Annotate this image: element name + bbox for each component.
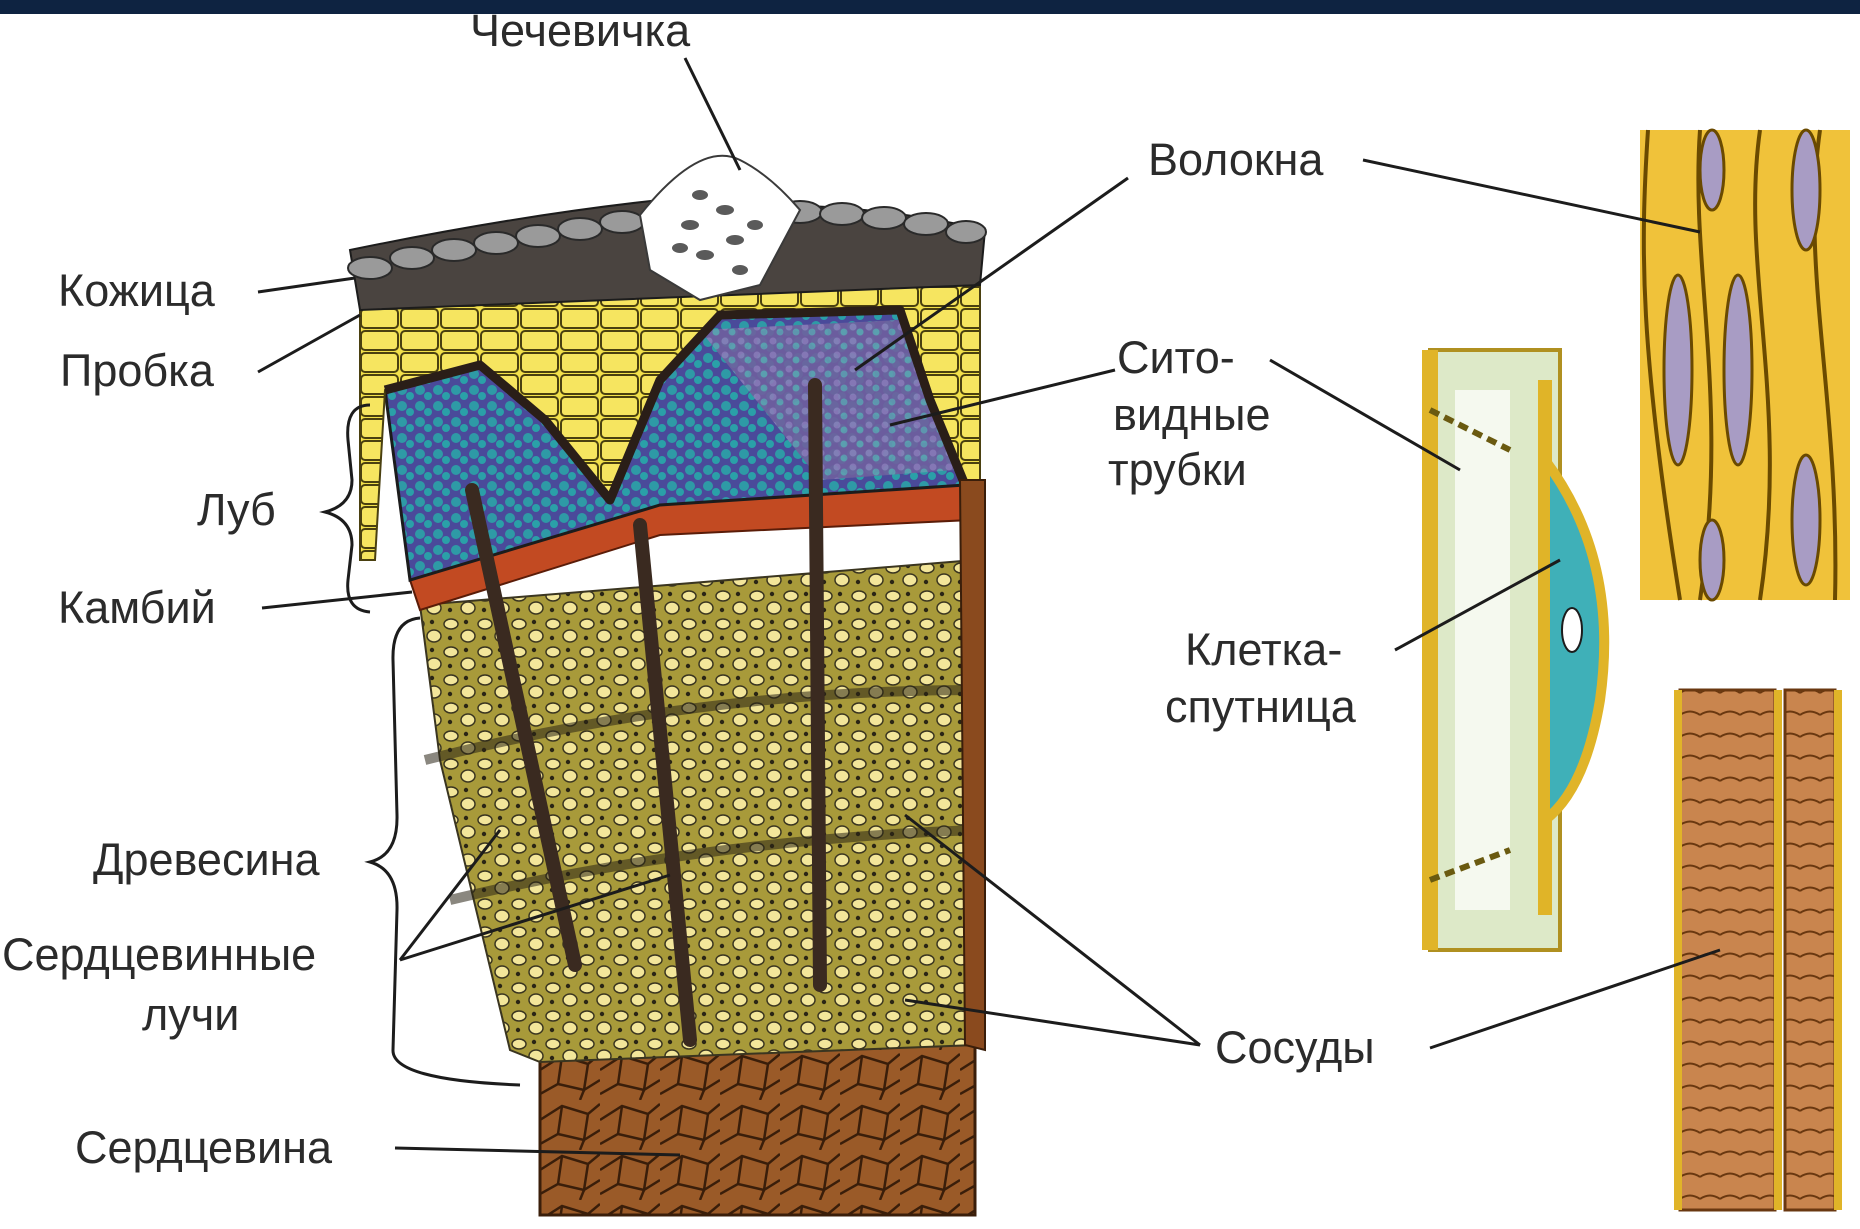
label-companion-line2: спутница (1165, 681, 1357, 732)
label-sieve-line3: трубки (1108, 444, 1247, 495)
label-lenticel: Чечевичка (470, 5, 691, 56)
fibers-illustration (1640, 130, 1850, 600)
label-wood: Древесина (93, 834, 320, 885)
label-sieve-line2: видные (1113, 389, 1271, 440)
label-rays-line1: Сердцевинные (2, 929, 316, 980)
label-cork: Пробка (60, 345, 215, 396)
label-cambium: Камбий (58, 582, 216, 633)
label-phloem: Луб (197, 484, 276, 535)
label-fibers: Волокна (1148, 134, 1324, 185)
pith-region (540, 1040, 975, 1215)
label-rays-line2: лучи (142, 989, 239, 1040)
label-epidermis: Кожица (58, 265, 216, 316)
label-sieve-line1: Сито- (1117, 332, 1235, 383)
label-vessels: Сосуды (1215, 1022, 1375, 1073)
label-companion-line1: Клетка- (1185, 624, 1342, 675)
label-pith: Сердцевина (75, 1122, 333, 1173)
vessels-illustration (1678, 690, 1838, 1210)
